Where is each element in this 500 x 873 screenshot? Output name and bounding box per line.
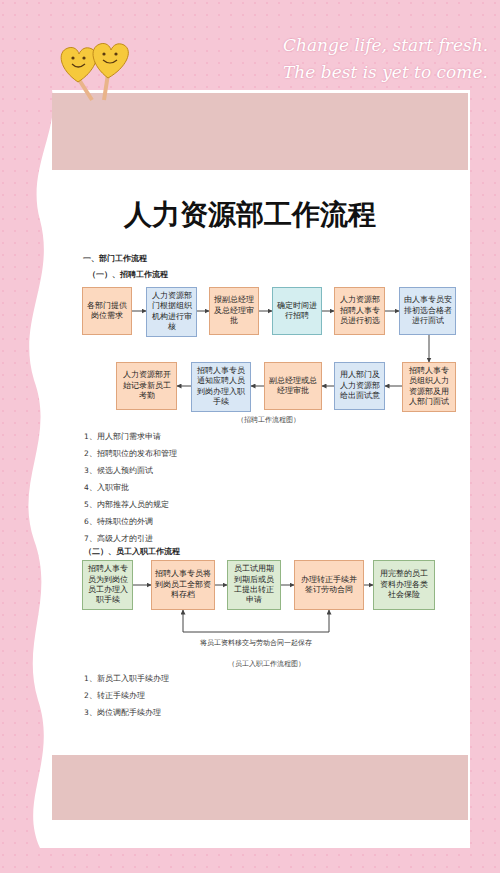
flow-arrow [322,311,334,312]
flow-arrow [132,311,146,312]
flow-arrow [133,585,151,586]
flow-arrow [385,311,399,312]
flow-arrow [364,585,373,586]
smiley-hearts [61,43,128,100]
list-item: 3、候选人预约面试 [84,466,153,476]
process-box: 用完整的员工资料办理各类社会保险 [373,560,435,610]
section-heading: 一、部门工作流程 [83,254,147,264]
box-text: 招聘人事专员通知应聘人员到岗办理入职手续 [195,366,247,408]
flow-arrow [322,386,334,387]
flow-arrow [251,386,264,387]
process-box: 人力资源部开始记录新员工考勤 [116,362,177,410]
page-title: 人力资源部工作流程 [0,196,500,234]
flow-arrow [215,585,227,586]
box-text: 人力资源部门根据组织机构进行审核 [150,291,193,333]
box-text: 报副总经理及总经理审批 [213,295,255,326]
flow-arrow [429,335,430,362]
process-box: 员工试用期到期后或员工提出转正申请 [227,560,281,610]
flow-arrow [183,610,329,632]
bottom-band [52,755,468,820]
box-text: 用完整的员工资料办理各类社会保险 [377,569,431,600]
process-box: 招聘人事专员组织人力资源部及用人部门面试 [402,362,456,412]
process-box: 招聘人事专员将到岗员工全部资料存档 [151,560,215,610]
box-text: 用人部门及人力资源部给出面试意 [338,370,381,401]
process-box: 各部门提供岗位需求 [82,287,132,335]
list-item: 5、内部推荐人员的规定 [84,500,169,510]
process-box: 报副总经理及总经理审批 [209,287,259,335]
process-box: 由人事专员安排初选合格者进行面试 [399,287,456,335]
flow-arrow [385,386,402,387]
box-text: 招聘人事专员组织人力资源部及用人部门面试 [406,366,452,408]
list-item: 7、高级人才的引进 [84,534,153,544]
flow-arrow [281,585,294,586]
box-text: 员工试用期到期后或员工提出转正申请 [231,564,277,606]
process-box: 确定时间进行招聘 [272,287,322,335]
section-heading: （二）、员工入职工作流程 [84,547,180,557]
box-text: 人力资源部开始记录新员工考勤 [120,370,173,401]
list-item: 6、特殊职位的外调 [84,517,153,527]
section-heading: （一）、招聘工作流程 [88,270,168,280]
figure-caption: （员工入职工作流程图） [228,660,305,669]
list-item: 3、岗位调配手续办理 [84,708,161,718]
process-box: 招聘人事专员通知应聘人员到岗办理入职手续 [191,362,251,412]
list-item: 1、用人部门需求申请 [84,432,161,442]
box-text: 由人事专员安排初选合格者进行面试 [403,295,452,326]
box-text: 各部门提供岗位需求 [86,301,128,322]
list-item: 2、招聘职位的发布和管理 [84,449,177,459]
slogan-text: Change life, start fresh. [283,35,488,55]
box-text: 人力资源部招聘人事专员进行初选 [338,295,381,326]
box-text: 办理转正手续并签订劳动合同 [298,575,360,596]
list-item: 4、入职审批 [84,483,129,493]
box-text: 招聘人事专员为到岗位员工办理入职手续 [86,564,129,606]
process-box: 人力资源部招聘人事专员进行初选 [334,287,385,335]
process-box: 副总经理或总经理审批 [264,362,322,410]
flow-arrow [197,311,209,312]
edge-label: 将员工资料移交与劳动合同一起保存 [198,638,314,648]
flow-arrow [259,311,272,312]
box-text: 确定时间进行招聘 [276,301,318,322]
list-item: 1、新员工入职手续办理 [84,674,169,684]
box-text: 招聘人事专员将到岗员工全部资料存档 [155,569,211,600]
slogan-text: The best is yet to come. [283,62,488,82]
process-box: 人力资源部门根据组织机构进行审核 [146,287,197,337]
top-band [52,93,468,170]
process-box: 办理转正手续并签订劳动合同 [294,560,364,610]
flow-arrow [177,386,191,387]
figure-caption: （招聘工作流程图） [237,416,300,425]
list-item: 2、转正手续办理 [84,691,145,701]
process-box: 招聘人事专员为到岗位员工办理入职手续 [82,560,133,610]
box-text: 副总经理或总经理审批 [268,376,318,397]
process-box: 用人部门及人力资源部给出面试意 [334,362,385,410]
